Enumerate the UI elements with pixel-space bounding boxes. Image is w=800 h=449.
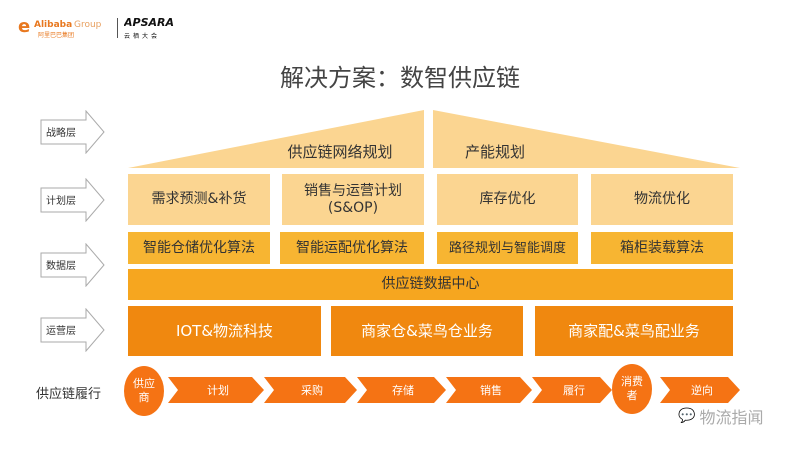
svg-text:e: e bbox=[18, 16, 30, 37]
svg-text:阿里巴巴集团: 阿里巴巴集团 bbox=[38, 31, 74, 38]
flow-step-fulfill: 履行 bbox=[563, 384, 585, 397]
flow-step-storage: 存储 bbox=[392, 384, 414, 397]
plan-logistics: 物流优化 bbox=[591, 174, 733, 225]
flow-step-plan: 计划 bbox=[207, 384, 229, 397]
page-title: 解决方案：数智供应链 bbox=[280, 64, 520, 92]
flow-step-purchase: 采购 bbox=[301, 384, 323, 397]
layer-strategy: 战略层 bbox=[40, 109, 106, 155]
ops-warehouse: 商家仓&菜鸟仓业务 bbox=[331, 306, 523, 356]
svg-text:APSARA: APSARA bbox=[124, 16, 174, 29]
roof-right bbox=[433, 110, 740, 168]
strategy-capacity-planning: 产能规划 bbox=[464, 143, 525, 161]
watermark: 💬 物流指闻 bbox=[678, 408, 764, 427]
flow-step-reverse: 逆向 bbox=[691, 384, 713, 397]
plan-sop: 销售与运营计划 (S&OP) bbox=[282, 174, 424, 225]
flow-step-sales: 销售 bbox=[480, 384, 502, 397]
ops-delivery: 商家配&菜鸟配业务 bbox=[535, 306, 733, 356]
ops-iot: IOT&物流科技 bbox=[128, 306, 321, 356]
data-center: 供应链数据中心 bbox=[128, 269, 733, 300]
algo-transport: 智能运配优化算法 bbox=[280, 232, 424, 264]
roof-left bbox=[128, 110, 424, 168]
logo-divider bbox=[117, 18, 118, 38]
strategy-network-planning: 供应链网络规划 bbox=[287, 143, 393, 161]
flow-label: 供应链履行 bbox=[36, 387, 102, 402]
algo-routing: 路径规划与智能调度 bbox=[437, 232, 578, 264]
algo-loading: 箱柜装载算法 bbox=[591, 232, 733, 264]
flow-consumer: 消费 者 bbox=[612, 364, 652, 414]
plan-demand-forecast: 需求预测&补货 bbox=[128, 174, 270, 225]
plan-inventory: 库存优化 bbox=[437, 174, 578, 225]
wechat-icon: 💬 bbox=[678, 408, 696, 424]
layer-plan: 计划层 bbox=[40, 177, 106, 223]
layer-data: 数据层 bbox=[40, 242, 106, 288]
apsara-logo: APSARA 云栖大会 bbox=[123, 15, 184, 40]
algo-warehouse: 智能仓储优化算法 bbox=[128, 232, 270, 264]
svg-text:云栖大会: 云栖大会 bbox=[124, 32, 160, 40]
layer-ops: 运营层 bbox=[40, 307, 106, 353]
flow-supplier: 供应 商 bbox=[124, 366, 164, 416]
svg-text:Group: Group bbox=[74, 20, 102, 30]
svg-text:Alibaba: Alibaba bbox=[34, 20, 72, 30]
